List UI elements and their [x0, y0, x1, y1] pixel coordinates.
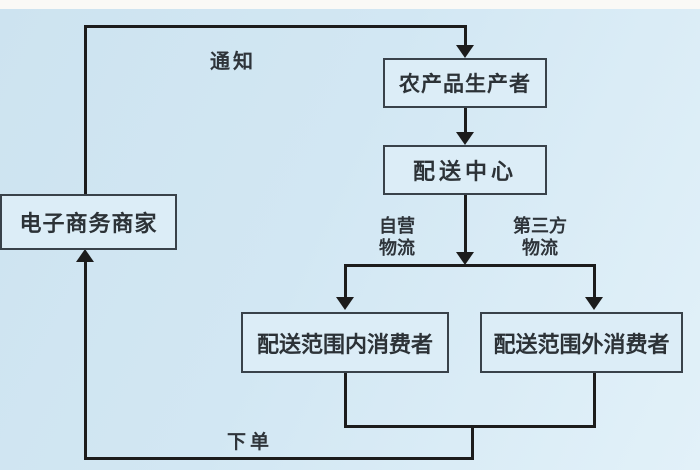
connector-order-merge-horizontal — [344, 425, 596, 428]
connector-order-return-up — [84, 261, 87, 460]
node-consumer-inside: 配送范围内消费者 — [241, 312, 449, 373]
node-consumer-outside: 配送范围外消费者 — [480, 312, 683, 373]
arrowhead-into-producer — [456, 45, 474, 58]
edge-label-place-order: 下单 — [226, 432, 273, 453]
node-merchant: 电子商务商家 — [0, 194, 177, 250]
connector-consumer-inside-down — [344, 373, 347, 428]
connector-branch-right-down — [593, 264, 596, 298]
top-white-strip — [0, 0, 700, 9]
arrowhead-into-distribution — [456, 132, 474, 145]
node-producer-label: 农产品生产者 — [399, 73, 531, 96]
node-producer: 农产品生产者 — [383, 58, 547, 108]
arrowhead-into-consumer-outside — [585, 297, 603, 310]
connector-order-bottom-horizontal — [84, 457, 474, 460]
arrowhead-at-branch — [456, 252, 474, 265]
connector-notify-up — [84, 25, 87, 194]
edge-label-self-logistics-line1: 自营 — [379, 216, 415, 236]
edge-label-self-logistics-line2: 物流 — [379, 238, 415, 258]
node-distribution-center-label: 配送中心 — [412, 159, 517, 184]
node-consumer-outside-label: 配送范围外消费者 — [493, 331, 670, 357]
arrowhead-into-consumer-inside — [336, 297, 354, 310]
edge-label-third-party-logistics: 第三方 物流 — [503, 215, 577, 259]
node-consumer-inside-label: 配送范围内消费者 — [256, 331, 433, 357]
connector-consumer-outside-down — [593, 373, 596, 428]
connector-distribution-to-branch — [464, 195, 467, 254]
connector-producer-to-distribution — [464, 108, 467, 134]
edge-label-notify: 通知 — [210, 51, 256, 73]
node-distribution-center: 配送中心 — [383, 145, 547, 195]
edge-label-self-logistics: 自营 物流 — [367, 215, 427, 259]
connector-notify-down — [464, 25, 467, 48]
edge-label-third-party-line2: 物流 — [522, 238, 558, 258]
connector-branch-horizontal — [344, 264, 596, 267]
arrowhead-into-merchant — [76, 249, 94, 262]
edge-label-third-party-line1: 第三方 — [513, 216, 567, 236]
node-merchant-label: 电子商务商家 — [19, 211, 158, 236]
connector-branch-left-down — [344, 264, 347, 298]
connector-order-mid-drop — [471, 425, 474, 460]
connector-notify-horizontal — [84, 25, 467, 28]
